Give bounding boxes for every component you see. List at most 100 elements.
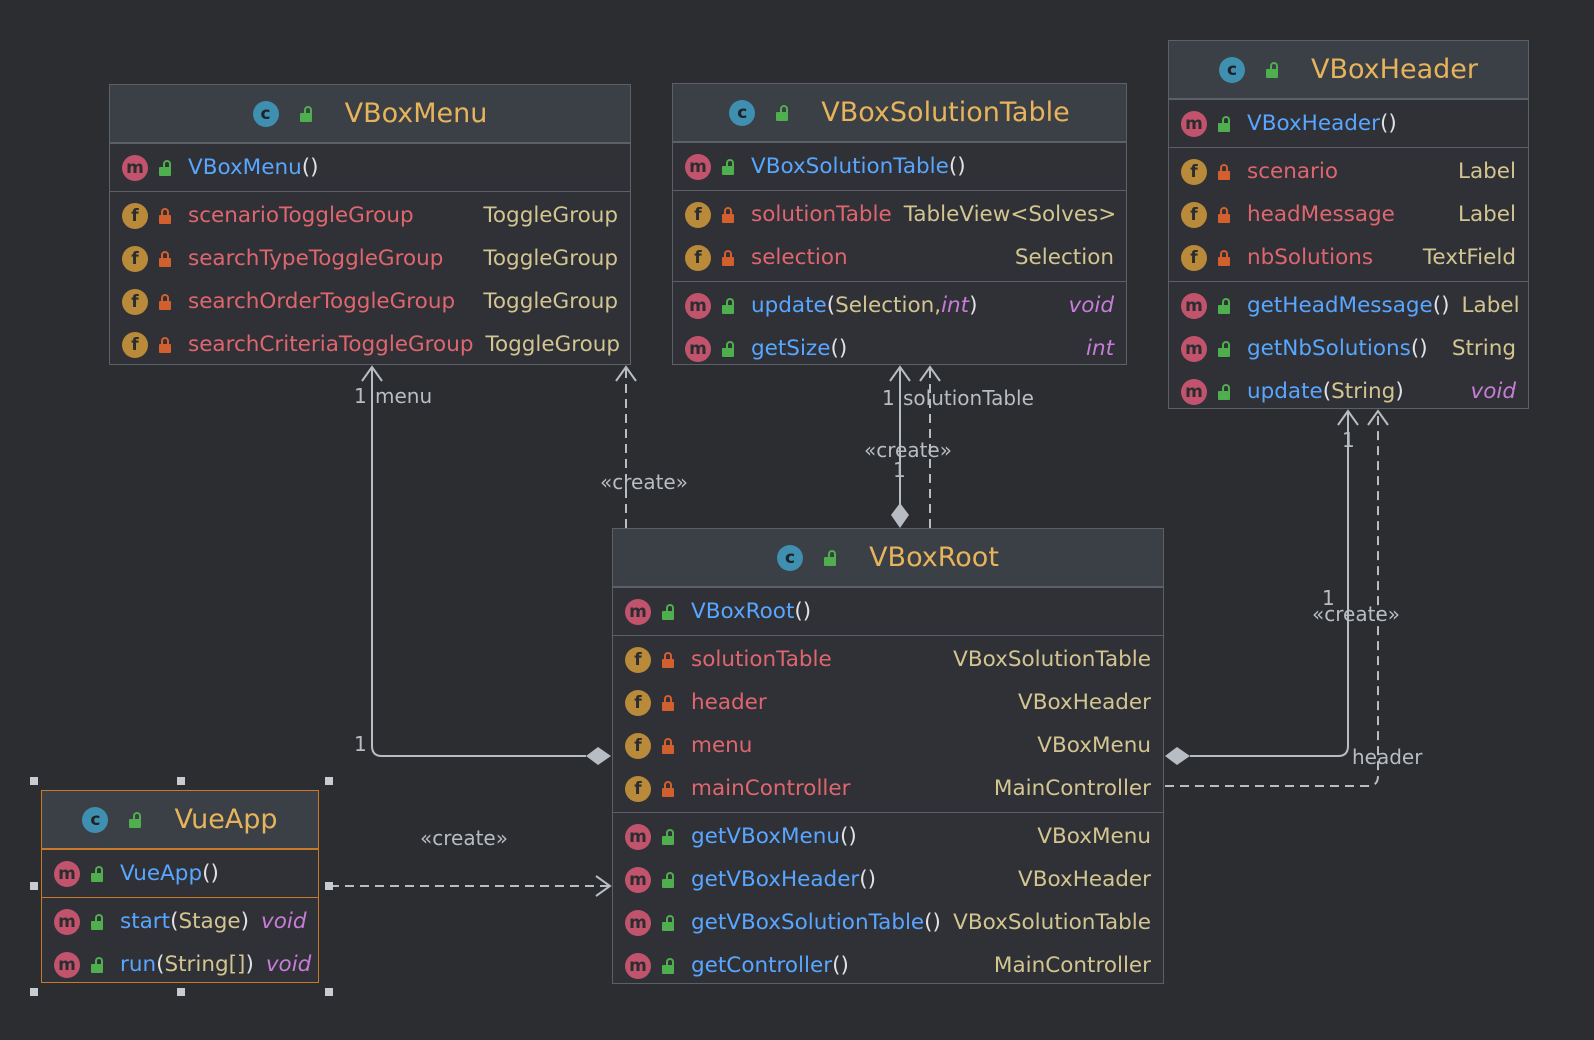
method-icon: m	[1181, 292, 1207, 319]
field-row[interactable]: f searchOrderToggleGroup ToggleGroup	[110, 280, 630, 323]
method-param-type: Stage	[178, 909, 241, 934]
method-row[interactable]: m start(Stage) void	[42, 900, 318, 943]
edge-menu-line[interactable]	[371, 368, 586, 757]
field-icon: f	[1181, 158, 1207, 185]
method-return-type: void	[1068, 293, 1115, 318]
method-name: update	[1247, 379, 1323, 404]
public-lock-icon	[721, 340, 735, 357]
public-lock-icon	[661, 828, 675, 845]
class-box-vboxsolutiontable[interactable]: c VBoxSolutionTable m VBoxSolutionTable(…	[672, 83, 1127, 365]
resize-handle-top[interactable]	[177, 777, 185, 785]
resize-handle-right[interactable]	[325, 882, 333, 890]
method-name: getHeadMessage	[1247, 293, 1433, 318]
field-name: menu	[691, 733, 753, 758]
field-type: TableView<Solves>	[903, 202, 1117, 227]
method-params: ()	[830, 336, 848, 361]
method-row[interactable]: m update(String) void	[1169, 370, 1528, 413]
class-icon: c	[252, 100, 279, 127]
constructor-row[interactable]: m VBoxRoot()	[613, 590, 1163, 633]
field-type: MainController	[993, 776, 1151, 801]
edge-header-line[interactable]	[1190, 412, 1349, 757]
edge-create-header-line[interactable]	[1165, 412, 1379, 787]
public-lock-icon	[1217, 115, 1231, 132]
class-header: c VBoxSolutionTable	[673, 84, 1126, 142]
field-row[interactable]: f scenarioToggleGroup ToggleGroup	[110, 194, 630, 237]
method-return-type: Label	[1461, 293, 1520, 318]
method-icon: m	[122, 154, 148, 181]
method-name: getNbSolutions	[1247, 336, 1411, 361]
class-icon: c	[729, 99, 756, 126]
method-row[interactable]: m getNbSolutions() String	[1169, 327, 1528, 370]
field-name: nbSolutions	[1247, 245, 1374, 270]
field-row[interactable]: f nbSolutions TextField	[1169, 236, 1528, 279]
class-box-vboxroot[interactable]: c VBoxRoot m VBoxRoot() f solutionTable …	[612, 528, 1164, 984]
method-params-close: )	[245, 952, 254, 977]
public-lock-icon	[661, 957, 675, 974]
field-row[interactable]: f solutionTable VBoxSolutionTable	[613, 638, 1163, 681]
method-icon: m	[625, 866, 651, 893]
method-icon: m	[685, 153, 711, 180]
field-name: selection	[751, 245, 848, 270]
constructor-row[interactable]: m VueApp()	[42, 852, 318, 895]
class-box-vboxmenu[interactable]: c VBoxMenu m VBoxMenu() f scenarioToggle…	[109, 84, 631, 365]
method-icon: m	[54, 908, 80, 935]
private-lock-icon	[721, 206, 735, 223]
method-row[interactable]: m run(String[]) void	[42, 943, 318, 986]
field-row[interactable]: f header VBoxHeader	[613, 681, 1163, 724]
method-row[interactable]: m getVBoxHeader() VBoxHeader	[613, 858, 1163, 901]
constructor-name: VBoxSolutionTable	[751, 154, 949, 179]
method-row[interactable]: m getSize() int	[673, 327, 1126, 370]
method-row[interactable]: m getHeadMessage() Label	[1169, 284, 1528, 327]
fields-section: f scenarioToggleGroup ToggleGroup f sear…	[110, 191, 630, 368]
constructor-params: ()	[794, 599, 812, 624]
method-icon: m	[1181, 110, 1207, 137]
method-row[interactable]: m getVBoxSolutionTable() VBoxSolutionTab…	[613, 901, 1163, 944]
resize-handle-left[interactable]	[30, 882, 38, 890]
method-params-close: )	[969, 293, 978, 318]
resize-handle-bottom-left[interactable]	[30, 988, 38, 996]
class-box-vboxheader[interactable]: c VBoxHeader m VBoxHeader() f scenario L…	[1168, 40, 1529, 409]
field-row[interactable]: f menu VBoxMenu	[613, 724, 1163, 767]
method-name: getVBoxMenu	[691, 824, 841, 849]
field-row[interactable]: f mainController MainController	[613, 767, 1163, 810]
method-name: start	[120, 909, 171, 934]
field-name: headMessage	[1247, 202, 1395, 227]
private-lock-icon	[1217, 163, 1231, 180]
field-icon: f	[685, 244, 711, 271]
public-lock-icon	[661, 871, 675, 888]
field-row[interactable]: f solutionTable TableView<Solves>	[673, 193, 1126, 236]
method-row[interactable]: m getController() MainController	[613, 944, 1163, 987]
field-type: VBoxHeader	[1018, 690, 1151, 715]
private-lock-icon	[158, 207, 172, 224]
edge-create-solution-label: «create»	[864, 438, 952, 462]
methods-section: m update(Selection, int) void m getSize(…	[673, 281, 1126, 372]
field-row[interactable]: f scenario Label	[1169, 150, 1528, 193]
constructor-row[interactable]: m VBoxMenu()	[110, 146, 630, 189]
field-row[interactable]: f searchTypeToggleGroup ToggleGroup	[110, 237, 630, 280]
field-row[interactable]: f headMessage Label	[1169, 193, 1528, 236]
constructor-params: ()	[202, 861, 219, 886]
resize-handle-top-right[interactable]	[325, 777, 333, 785]
edge-header-role: header	[1352, 745, 1423, 769]
public-lock-icon	[1217, 340, 1231, 357]
edge-header-mult-target: 1	[1342, 428, 1355, 452]
edge-header-arrow	[1337, 409, 1359, 426]
resize-handle-top-left[interactable]	[30, 777, 38, 785]
constructor-row[interactable]: m VBoxHeader()	[1169, 102, 1528, 145]
method-row[interactable]: m getVBoxMenu() VBoxMenu	[613, 815, 1163, 858]
method-return-type: VBoxSolutionTable	[953, 910, 1151, 935]
class-header: c VBoxMenu	[110, 85, 630, 143]
field-icon: f	[625, 689, 651, 716]
field-row[interactable]: f searchCriteriaToggleGroup ToggleGroup	[110, 323, 630, 366]
public-lock-icon	[1217, 297, 1231, 314]
resize-handle-bottom-right[interactable]	[325, 988, 333, 996]
edge-menu-mult-target: 1	[354, 384, 367, 408]
class-box-vueapp[interactable]: c VueApp m VueApp() m start(Stage) void …	[41, 790, 319, 983]
constructor-row[interactable]: m VBoxSolutionTable()	[673, 145, 1126, 188]
method-row[interactable]: m update(Selection, int) void	[673, 284, 1126, 327]
resize-handle-bottom[interactable]	[177, 988, 185, 996]
field-icon: f	[625, 775, 651, 802]
public-lock-icon	[661, 603, 675, 620]
field-row[interactable]: f selection Selection	[673, 236, 1126, 279]
